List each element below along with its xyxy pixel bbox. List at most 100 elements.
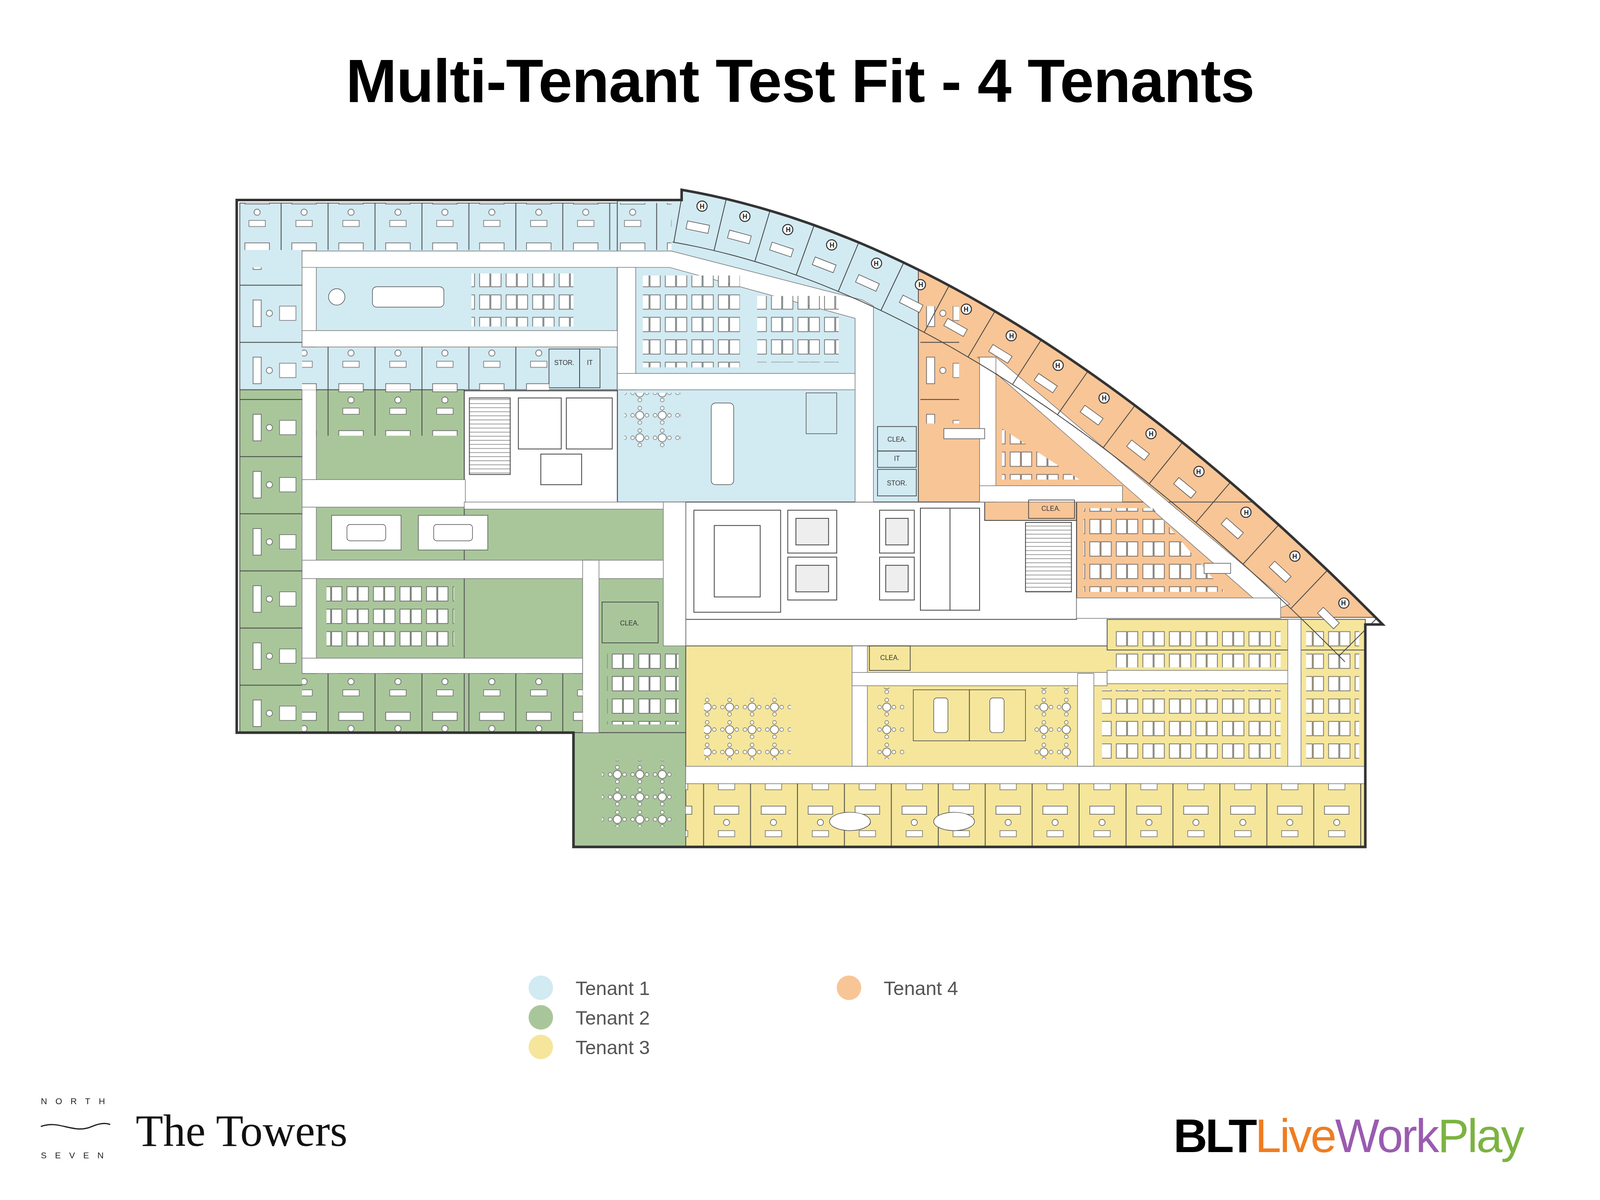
building-core: [885, 565, 909, 593]
building-core: [885, 518, 909, 545]
hook-marker: H: [1005, 330, 1018, 342]
legend-item: Tenant 3: [528, 1034, 650, 1060]
furniture: [607, 652, 679, 725]
furniture: [240, 202, 672, 250]
corridor: [979, 485, 1123, 503]
building-core: [795, 565, 829, 593]
office-partition: [1242, 525, 1279, 565]
building-core: [920, 508, 980, 611]
service-room: [549, 349, 580, 388]
furniture: [1306, 627, 1360, 760]
desk: [685, 220, 710, 234]
conference-table: [418, 515, 488, 550]
corridor: [617, 267, 636, 390]
room-label: CLEA.: [887, 436, 907, 444]
legend-label: Tenant 2: [575, 1007, 650, 1028]
legend-label: Tenant 4: [883, 977, 959, 998]
office-partition: [755, 210, 770, 262]
legend-label: Tenant 3: [575, 1037, 650, 1057]
building-core: [984, 500, 1077, 521]
brand-logo: BLTLiveWorkPlay: [1173, 1108, 1523, 1164]
building-core: [1025, 522, 1072, 593]
conference-table: [433, 524, 473, 541]
logo-text: Play: [1437, 1108, 1523, 1164]
legend-swatch: [836, 975, 862, 1000]
office-partition: [838, 242, 859, 292]
furniture: [685, 783, 1366, 848]
desk: [769, 242, 794, 257]
office-partition: [1149, 442, 1183, 484]
desk: [1317, 607, 1340, 629]
corridor: [852, 672, 1108, 686]
building-core: [879, 510, 915, 553]
furniture: [1102, 690, 1281, 762]
corridor: [663, 502, 686, 646]
building-core: [464, 390, 618, 503]
corridor: [1107, 670, 1301, 684]
building-core: [949, 508, 951, 611]
furniture: [240, 390, 303, 733]
conference-table: [969, 690, 1026, 741]
desk: [1173, 477, 1197, 498]
room-label: STOR.: [886, 480, 907, 488]
tenant-area: [573, 732, 686, 847]
logo-text: Live: [1255, 1108, 1335, 1164]
furniture: [704, 693, 791, 760]
conference-table: [943, 428, 985, 439]
building-core: [518, 397, 562, 449]
conference-table: [347, 524, 386, 541]
desk: [812, 257, 836, 273]
service-room: [549, 349, 1075, 671]
conference-table: [829, 812, 871, 831]
hook-marker: H: [1192, 465, 1205, 478]
conference-table: [933, 697, 948, 733]
conference-table: [711, 402, 734, 485]
hook-marker: H: [739, 210, 751, 223]
furniture: [624, 392, 681, 450]
brand-wordmark: NORTH: [40, 1097, 114, 1106]
legend-swatch: [528, 975, 554, 1000]
brand-name: The Towers: [135, 1109, 348, 1155]
desk: [855, 274, 880, 292]
corridor: [302, 479, 466, 508]
room-label: IT: [586, 360, 593, 367]
building-core: [879, 557, 915, 600]
room-label: CLEA.: [880, 655, 900, 662]
page-title: Multi-Tenant Test Fit - 4 Tenants: [345, 50, 1255, 113]
furniture: [326, 583, 455, 654]
room-label: STOR.: [554, 360, 575, 367]
service-room: [877, 426, 917, 452]
corridor: [302, 330, 619, 347]
office-partition: [714, 198, 727, 251]
desk: [943, 318, 968, 337]
logo-text: BLT: [1173, 1108, 1255, 1164]
desk: [727, 230, 752, 244]
hook-marker: H: [1240, 506, 1253, 518]
corridor: [1077, 673, 1094, 767]
furniture: [1112, 624, 1281, 668]
brand-wordmark: SEVEN: [40, 1150, 113, 1160]
hook-marker: H: [915, 279, 927, 291]
logo-text: Work: [1335, 1108, 1438, 1164]
room-label: CLEA.: [1041, 505, 1061, 513]
conference-table: [913, 690, 970, 741]
desk: [988, 344, 1013, 364]
conference-table: [328, 286, 1231, 831]
service-room: [877, 469, 917, 497]
office-partition: [880, 262, 904, 311]
corridor: [302, 658, 583, 674]
corridor: [464, 502, 669, 510]
tenant-area: [685, 645, 1366, 847]
building-outline: [236, 190, 1383, 848]
service-room: [869, 645, 911, 671]
hook-marker: H: [1098, 392, 1110, 404]
corridor: [685, 766, 1366, 784]
corridor: [302, 560, 665, 579]
building-core: [693, 510, 781, 613]
furniture: [757, 295, 839, 363]
corridor: [852, 645, 868, 767]
tenant-area: [918, 183, 1383, 503]
legend-swatch: [528, 1034, 554, 1060]
building-core: [566, 397, 613, 449]
